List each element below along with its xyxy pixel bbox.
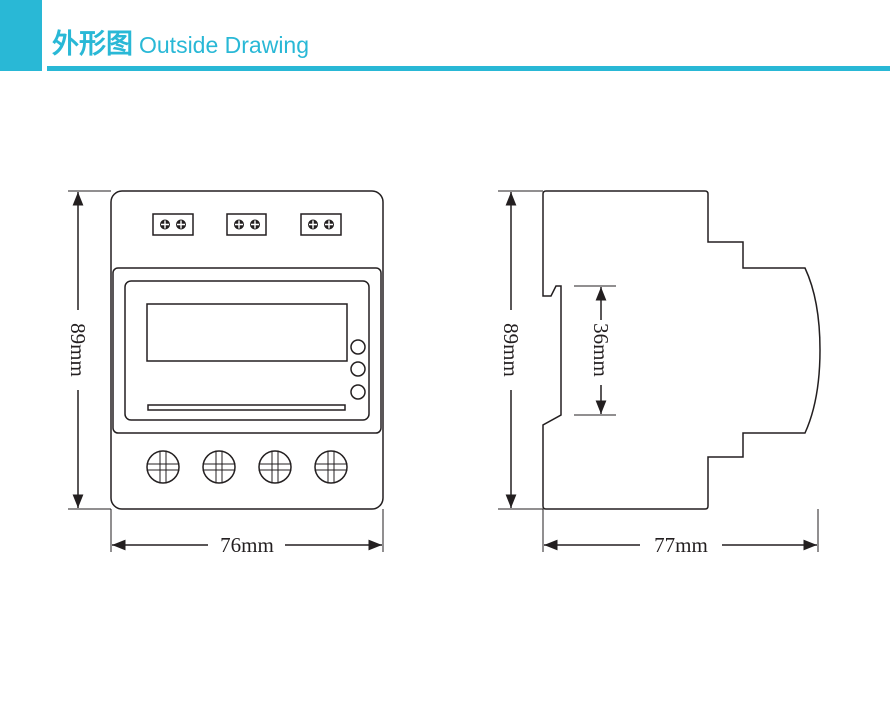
front-height-dimension: 89mm: [66, 190, 111, 510]
front-width-dimension: 76mm: [110, 509, 384, 557]
side-view: 89mm 36mm 77mm: [498, 190, 821, 557]
display-frame: [112, 267, 382, 434]
screw-icon: [314, 450, 348, 484]
front-width-label: 76mm: [220, 533, 274, 557]
front-slot: [147, 404, 346, 411]
rail-label: 36mm: [589, 323, 613, 377]
title-chinese: 外形图: [52, 29, 133, 60]
display-bezel: [124, 280, 370, 421]
side-depth-dimension: 77mm: [542, 509, 819, 557]
front-height-label: 89mm: [66, 323, 90, 377]
indicator-light: [350, 384, 366, 400]
terminal-block: [152, 213, 194, 236]
terminal-block: [300, 213, 342, 236]
indicator-light: [350, 339, 366, 355]
screw-icon: [146, 450, 180, 484]
header-accent-block: [0, 0, 42, 71]
screw-icon: [202, 450, 236, 484]
side-height-dimension: 89mm: [498, 190, 543, 510]
rail-dimension: 36mm: [574, 285, 616, 416]
side-height-label: 89mm: [499, 323, 523, 377]
title-english: Outside Drawing: [139, 32, 310, 58]
screw-icon: [258, 450, 292, 484]
lcd-screen: [146, 303, 348, 362]
side-depth-label: 77mm: [654, 533, 708, 557]
bottom-screws: [146, 450, 348, 484]
indicator-light: [350, 361, 366, 377]
front-view: 89mm 76mm: [66, 190, 384, 557]
side-body-outline: [542, 190, 821, 510]
terminal-block: [226, 213, 267, 236]
front-body-outline: [110, 190, 384, 510]
top-terminal-blocks: [152, 213, 342, 236]
header-divider: [47, 66, 890, 71]
